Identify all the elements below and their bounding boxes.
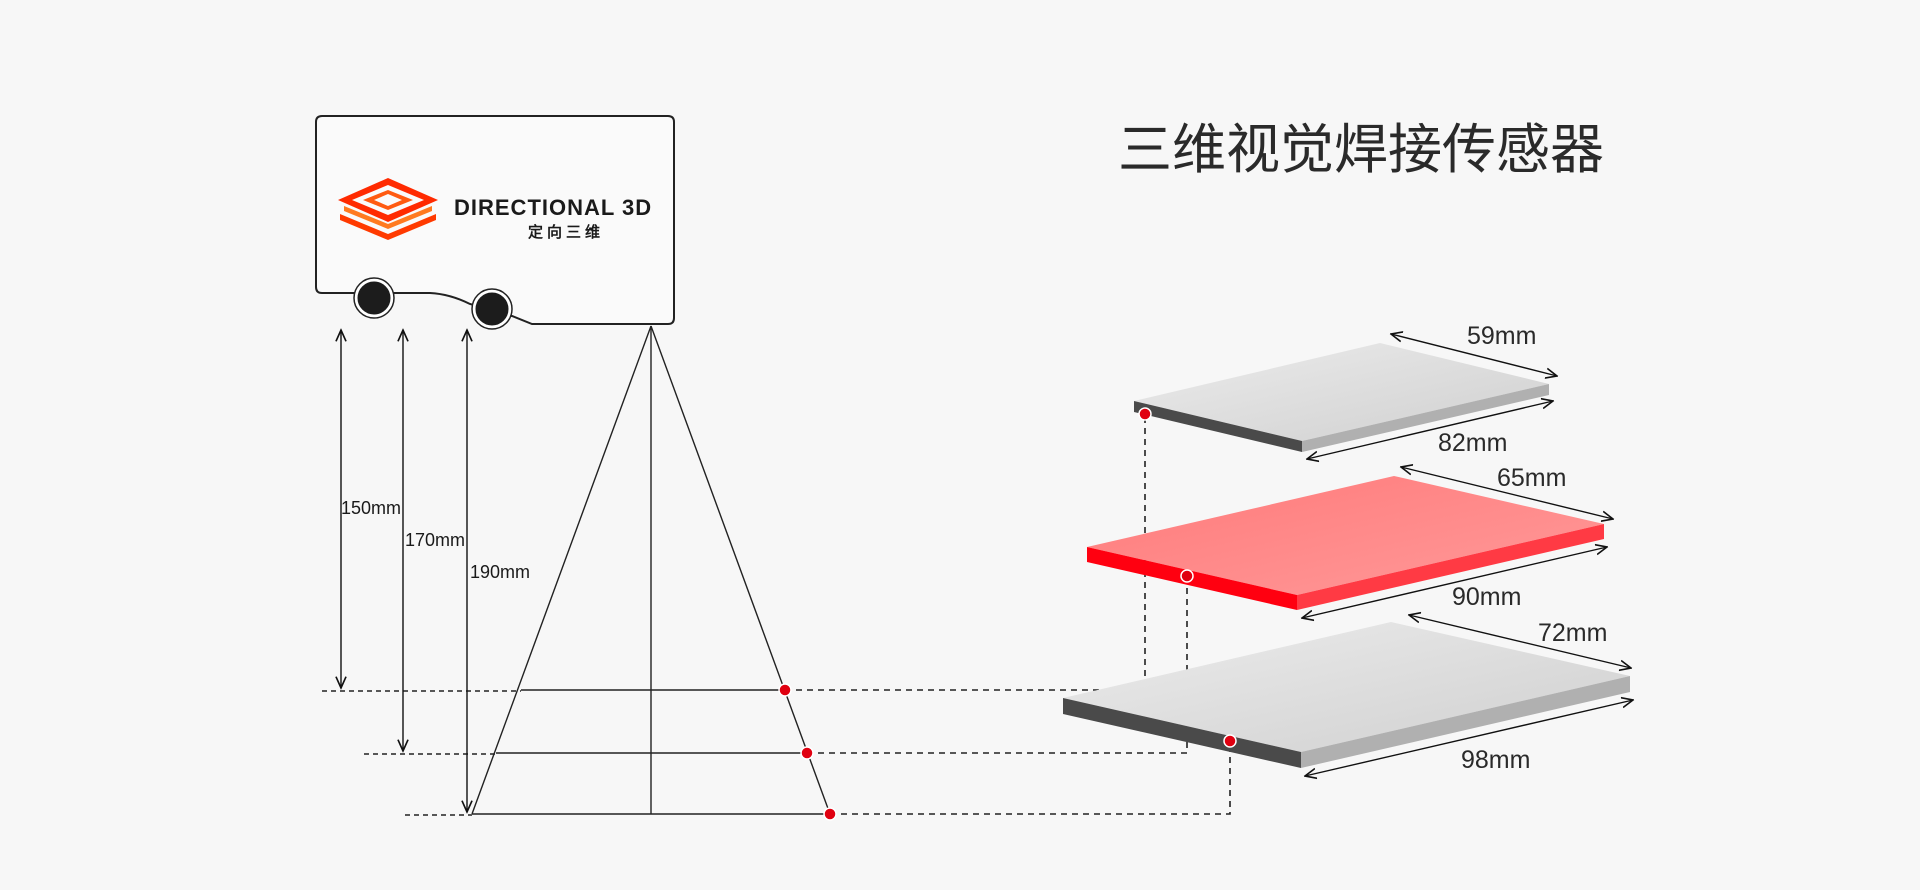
marker-dot-middle-plate [1180, 569, 1194, 583]
height-dimension-190 [405, 330, 472, 816]
projection-lines [785, 414, 1231, 815]
plate-bottom-length-label: 98mm [1461, 746, 1530, 774]
diagram-title: 三维视觉焊接传感器 [1118, 118, 1604, 181]
laser-fan [471, 325, 831, 815]
plate-top-length-label: 82mm [1438, 429, 1507, 457]
plate-middle [1087, 476, 1604, 610]
plate-middle-width-dim [1401, 467, 1613, 519]
brand-name: DIRECTIONAL 3D [454, 195, 652, 220]
height-label-190: 190mm [470, 562, 530, 582]
height-label-150: 150mm [341, 498, 401, 518]
marker-dot-170 [800, 746, 814, 760]
plate-bottom-length-dim [1305, 700, 1633, 776]
height-label-170: 170mm [405, 530, 465, 550]
height-dimension-150 [322, 330, 521, 692]
marker-dot-150 [778, 683, 792, 697]
directional-3d-logo-icon [338, 178, 438, 240]
camera-lens-icon [354, 278, 394, 318]
plate-bottom-width-dim [1409, 615, 1631, 668]
plate-top-width-label: 59mm [1467, 322, 1536, 350]
marker-dot-190 [823, 807, 837, 821]
plate-bottom-width-label: 72mm [1538, 619, 1607, 647]
plate-middle-width-label: 65mm [1497, 464, 1566, 492]
marker-dot-top-plate [1138, 407, 1152, 421]
laser-emitter-icon [472, 289, 512, 329]
brand-subtitle: 定向三维 [528, 223, 604, 241]
plate-top-width-dim [1391, 334, 1557, 376]
plate-middle-length-label: 90mm [1452, 583, 1521, 611]
measurement-markers [778, 407, 1237, 821]
height-dimension-170 [364, 330, 496, 755]
plate-middle-length-dim [1302, 547, 1607, 618]
sensor-unit: DIRECTIONAL 3D 定向三维 [315, 115, 675, 330]
plate-top-length-dim [1307, 401, 1553, 459]
marker-dot-bottom-plate [1223, 734, 1237, 748]
